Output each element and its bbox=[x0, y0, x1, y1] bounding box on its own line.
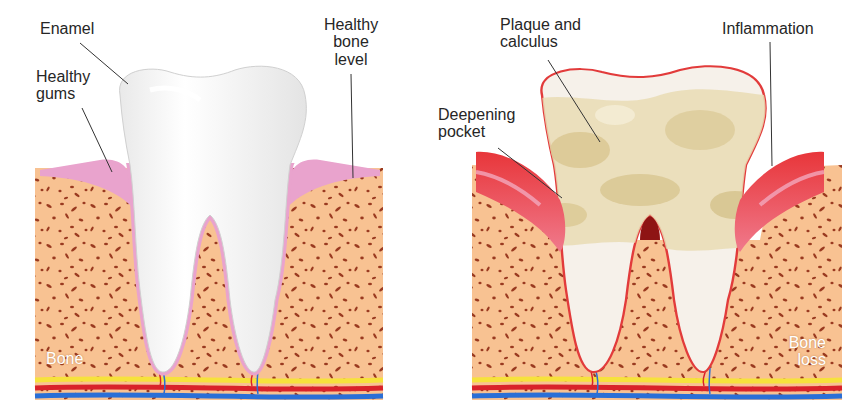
part-label: Plaque and calculus bbox=[500, 16, 592, 51]
part-label: Bone loss bbox=[778, 334, 826, 369]
part-label: Enamel bbox=[40, 20, 94, 37]
part-label: Deepening pocket bbox=[438, 106, 528, 141]
part-label: Inflammation bbox=[722, 20, 814, 37]
leader-lines bbox=[80, 42, 772, 198]
part-label: Healthy bone level bbox=[318, 16, 384, 68]
part-label: Healthy gums bbox=[36, 68, 100, 103]
part-label: Bone bbox=[46, 350, 83, 367]
